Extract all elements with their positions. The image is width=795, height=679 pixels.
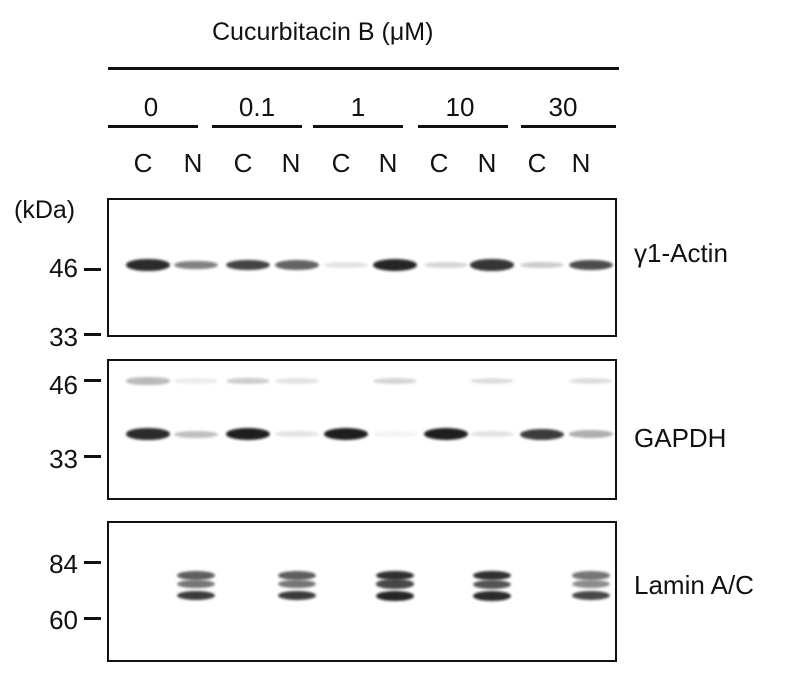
band-lane-4 — [275, 378, 319, 384]
band-lane-8 — [470, 431, 514, 438]
band-lane-7 — [424, 428, 468, 441]
dose-label-10: 10 — [445, 92, 475, 122]
band-lane-1 — [126, 259, 170, 271]
band-lane-3 — [226, 259, 270, 271]
band-lane-6 — [373, 377, 417, 385]
band-lane-4 — [275, 260, 319, 270]
fraction-label: C — [331, 148, 351, 178]
mw-marker-60: 60 — [49, 605, 78, 635]
band-lane-7 — [424, 261, 468, 269]
band-lane-4 — [278, 591, 316, 601]
dose-underline-1 — [313, 125, 403, 128]
band-lane-8 — [470, 378, 514, 384]
dose-underline-0 — [108, 125, 198, 128]
fraction-label: N — [477, 148, 497, 178]
mw-marker-33: 33 — [49, 322, 78, 352]
band-lane-6 — [373, 431, 417, 437]
band-lane-10 — [572, 591, 610, 601]
dose-label-0.1: 0.1 — [238, 92, 276, 122]
mw-marker-33: 33 — [49, 444, 78, 474]
treatment-bracket-line — [108, 67, 619, 70]
band-lane-9 — [520, 428, 564, 440]
band-lane-8 — [470, 259, 514, 271]
dose-label-0: 0 — [143, 92, 159, 122]
panel-label-actin: γ1-Actin — [634, 238, 728, 268]
fraction-label: N — [378, 148, 398, 178]
dose-underline-0.1 — [212, 125, 302, 128]
band-lane-3 — [226, 377, 270, 385]
band-lane-9 — [520, 261, 564, 269]
mw-tick — [84, 333, 101, 336]
band-lane-8 — [473, 570, 511, 581]
band-lane-2 — [174, 260, 218, 270]
mw-marker-46: 46 — [49, 370, 78, 400]
dose-underline-30 — [521, 125, 616, 128]
band-lane-3 — [226, 428, 270, 441]
panel-label-gapdh: GAPDH — [634, 423, 727, 453]
band-lane-2 — [177, 591, 215, 601]
mw-marker-84: 84 — [49, 549, 78, 579]
mw-tick — [84, 561, 101, 564]
band-lane-4 — [278, 579, 316, 589]
fraction-label: N — [281, 148, 301, 178]
band-lane-4 — [278, 570, 316, 580]
mw-tick — [84, 617, 101, 620]
band-lane-10 — [572, 580, 610, 589]
dose-underline-10 — [418, 125, 508, 128]
blot-panel-gapdh — [107, 359, 617, 500]
band-lane-5 — [324, 428, 368, 441]
fraction-label: C — [429, 148, 449, 178]
band-lane-10 — [569, 259, 613, 271]
dose-label-30: 30 — [548, 92, 578, 122]
band-lane-1 — [126, 428, 170, 440]
band-lane-10 — [569, 378, 613, 384]
treatment-title: Cucurbitacin B (μM) — [212, 18, 434, 46]
mw-tick — [84, 268, 101, 271]
band-lane-10 — [569, 430, 613, 438]
blot-panel-lamin — [107, 521, 617, 662]
band-lane-6 — [373, 259, 417, 271]
fraction-label: C — [233, 148, 253, 178]
fraction-label: N — [183, 148, 203, 178]
mw-tick — [84, 379, 101, 382]
band-lane-8 — [473, 590, 511, 601]
band-lane-6 — [376, 590, 414, 601]
band-lane-2 — [174, 378, 218, 384]
fraction-label: C — [133, 148, 153, 178]
band-lane-2 — [174, 430, 218, 438]
dose-label-1: 1 — [350, 92, 366, 122]
mw-tick — [84, 455, 101, 458]
panel-label-lamin: Lamin A/C — [634, 570, 754, 600]
band-lane-5 — [324, 262, 368, 268]
fraction-label: N — [571, 148, 591, 178]
band-lane-4 — [275, 431, 319, 438]
blot-panel-actin — [107, 198, 617, 337]
fraction-label: C — [527, 148, 547, 178]
band-lane-6 — [376, 570, 414, 581]
band-lane-2 — [177, 579, 215, 589]
kda-unit-label: (kDa) — [14, 196, 76, 224]
mw-marker-46: 46 — [49, 253, 78, 283]
band-lane-6 — [376, 579, 414, 589]
band-lane-8 — [473, 579, 511, 589]
band-lane-1 — [126, 377, 170, 385]
band-lane-10 — [572, 571, 610, 580]
band-lane-2 — [177, 570, 215, 580]
